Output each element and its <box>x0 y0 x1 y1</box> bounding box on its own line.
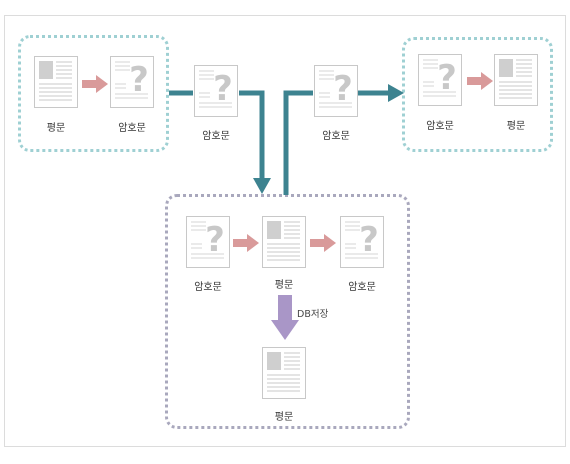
plaintext-document-icon <box>34 56 78 108</box>
connector-to-receiver <box>283 90 388 195</box>
receiver-plaintext-label: 평문 <box>506 121 526 132</box>
decrypt-arrow-receiver <box>467 72 493 90</box>
server-incoming-ciphertext-label: 암호문 <box>194 282 222 293</box>
svg-text:?: ? <box>333 69 353 109</box>
svg-text:?: ? <box>129 60 149 100</box>
sender-ciphertext-label: 암호문 <box>118 123 146 134</box>
server-group <box>165 194 410 429</box>
transit-ciphertext-label-2: 암호문 <box>322 131 350 142</box>
server-outgoing-ciphertext-label: 암호문 <box>348 282 376 293</box>
svg-text:?: ? <box>213 69 233 109</box>
plaintext-document-icon <box>262 347 306 399</box>
receiver-group <box>402 37 553 152</box>
ciphertext-document-icon: ? <box>314 65 358 117</box>
decrypt-arrow-server <box>233 234 259 252</box>
db-save-arrow <box>271 295 299 340</box>
ciphertext-document-icon: ? <box>418 54 462 106</box>
sender-plaintext-label: 평문 <box>46 123 66 134</box>
connector-to-server-arrowhead <box>253 178 271 194</box>
sender-group <box>18 35 169 152</box>
svg-text:?: ? <box>205 220 225 260</box>
encrypt-arrow-sender <box>82 75 108 93</box>
plaintext-document-icon <box>494 54 538 106</box>
connector-to-server <box>169 90 265 178</box>
svg-text:?: ? <box>437 58 457 98</box>
ciphertext-document-icon: ? <box>186 216 230 268</box>
ciphertext-document-icon: ? <box>340 216 384 268</box>
plaintext-document-icon <box>262 216 306 268</box>
ciphertext-document-icon: ? <box>194 65 238 117</box>
encrypt-arrow-server <box>310 234 336 252</box>
server-plaintext-label: 평문 <box>274 280 294 291</box>
transit-ciphertext-label-1: 암호문 <box>202 131 230 142</box>
receiver-ciphertext-label: 암호문 <box>426 121 454 132</box>
svg-text:?: ? <box>359 220 379 260</box>
ciphertext-document-icon: ? <box>110 56 154 108</box>
db-save-label: DB저장 <box>297 309 329 320</box>
connector-to-receiver-arrowhead <box>388 84 404 102</box>
db-plaintext-label: 평문 <box>274 412 294 423</box>
